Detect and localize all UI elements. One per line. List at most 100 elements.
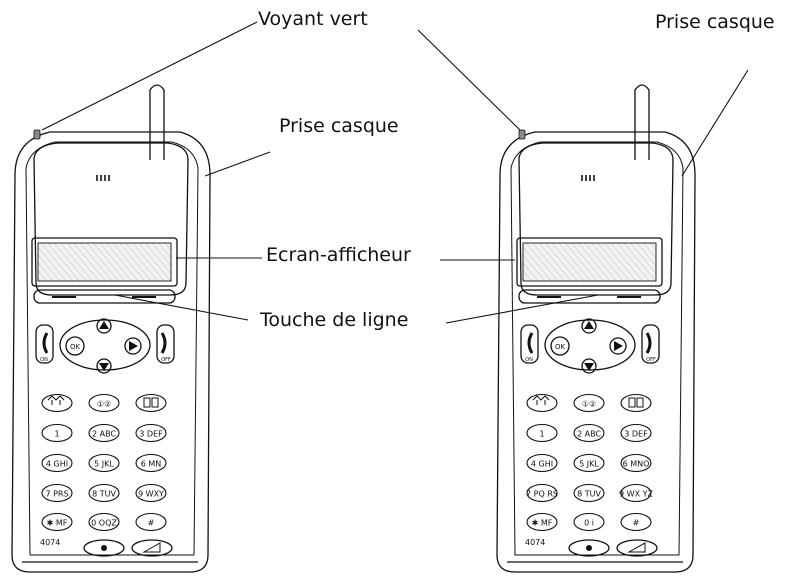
off-key-handset <box>160 332 167 354</box>
handset-inner-shell <box>25 141 199 556</box>
up-arrow-icon <box>99 321 109 329</box>
model-number: 4074 <box>525 538 545 547</box>
nav-pad <box>59 319 151 371</box>
keypad-key-r2c3-label: 3 DEF <box>139 430 163 439</box>
keypad-key-r4c1-label: 7 PQ RS <box>526 490 558 499</box>
keypad-key-r2c2-label: 2 ABC <box>92 430 116 439</box>
keypad-key-r3c3 <box>135 453 167 473</box>
leader-voyant-right <box>417 29 521 131</box>
handset-inner-shell <box>510 141 684 556</box>
antenna <box>149 84 165 160</box>
keypad-key-r3c1-label: 4 GHI <box>46 460 68 469</box>
label-prise-casque-right: Prise casque <box>655 11 775 33</box>
down-key <box>581 358 597 374</box>
off-key-handset <box>645 332 652 354</box>
keypad-key-r4c3 <box>620 483 652 503</box>
keypad-key-r1c2-label: ①② <box>97 400 111 409</box>
on-key <box>35 324 54 364</box>
keypad-key-r3c2-label: 5 JKL <box>94 460 114 469</box>
keypad-key-r5c1 <box>41 512 73 532</box>
bottom-key-right <box>616 539 658 557</box>
leader-prise-left <box>204 151 271 177</box>
leader-prise-right <box>681 69 749 177</box>
on-key-label: ON <box>40 357 48 363</box>
ok-key <box>550 336 570 356</box>
off-key-label: OFF <box>161 357 171 363</box>
model-number: 4074 <box>40 538 60 547</box>
on-key-label: ON <box>525 357 533 363</box>
display-frame <box>31 237 178 287</box>
keypad-key-r3c2 <box>88 453 120 473</box>
keypad-key-r4c2 <box>573 483 605 503</box>
keypad-key-r3c3 <box>620 453 652 473</box>
right-key <box>609 337 627 355</box>
keypad-key-r5c3 <box>135 512 167 532</box>
keypad-key-r4c1 <box>41 483 73 503</box>
down-arrow-icon <box>99 363 109 371</box>
display-screen <box>522 242 657 282</box>
keypad-key-r2c1 <box>41 423 73 443</box>
keypad-key-r5c1-label: ✱ MF <box>47 519 68 528</box>
face-plate <box>518 142 674 296</box>
contacts-icon <box>532 395 550 405</box>
keypad-key-r5c1-label: ✱ MF <box>532 519 553 528</box>
green-led <box>518 129 526 140</box>
keypad-key-r5c3 <box>620 512 652 532</box>
keypad-key-r5c2-label: 0 i <box>584 519 594 528</box>
memo-icon <box>151 397 159 408</box>
green-led <box>33 129 41 140</box>
memo-icon <box>143 397 151 408</box>
keypad-key-r3c2 <box>573 453 605 473</box>
memo-icon <box>636 397 644 408</box>
keypad-key-r4c3-label: 9 WXY <box>138 490 164 499</box>
contacts-icon <box>47 395 65 405</box>
keypad-key-r2c3 <box>135 423 167 443</box>
on-key <box>520 324 539 364</box>
keypad-key-r5c2 <box>88 512 120 532</box>
keypad-key-r3c1 <box>41 453 73 473</box>
handset-body <box>496 131 696 573</box>
keypad-key-r2c3-label: 3 DEF <box>624 430 648 439</box>
down-key <box>96 358 112 374</box>
nav-pad <box>544 319 636 371</box>
keypad-key-r1c2 <box>88 393 120 413</box>
line-key-bar <box>518 289 661 304</box>
keypad-key-r4c3-label: 9 WX YZ <box>619 490 653 499</box>
keypad-key-r4c2 <box>88 483 120 503</box>
right-key <box>124 337 142 355</box>
keypad-key-r5c3-label: # <box>148 519 155 528</box>
ok-key <box>65 336 85 356</box>
off-key <box>641 324 660 364</box>
bottom-key-right <box>131 539 173 557</box>
on-key-handset <box>527 332 534 354</box>
keypad-key-r2c1-label: 1 <box>54 430 59 439</box>
bottom-key-left <box>568 539 610 557</box>
keypad-key-r1c2-label: ①② <box>582 400 596 409</box>
leader-voyant-left <box>41 21 258 131</box>
keypad-key-r2c2 <box>88 423 120 443</box>
up-key <box>581 318 597 334</box>
off-key-label: OFF <box>646 357 656 363</box>
up-arrow-icon <box>584 321 594 329</box>
keypad-key-r2c2 <box>573 423 605 443</box>
dot-icon <box>101 545 107 551</box>
keypad-key-r2c3 <box>620 423 652 443</box>
keypad-key-r4c3 <box>135 483 167 503</box>
keypad-key-r2c1 <box>526 423 558 443</box>
keypad-key-r1c1 <box>41 393 73 413</box>
keypad-key-r1c3 <box>620 393 652 413</box>
down-arrow-icon <box>584 363 594 371</box>
volume-icon <box>142 542 161 553</box>
label-ecran-afficheur: Ecran-afficheur <box>266 244 411 266</box>
antenna <box>634 84 650 160</box>
bottom-key-left <box>83 539 125 557</box>
keypad-key-r5c1 <box>526 512 558 532</box>
right-arrow-icon <box>614 341 623 351</box>
keypad-key-r1c2 <box>573 393 605 413</box>
keypad-key-r5c2-label: 0 OQZ <box>91 519 117 528</box>
face-plate <box>33 142 189 296</box>
up-key <box>96 318 112 334</box>
